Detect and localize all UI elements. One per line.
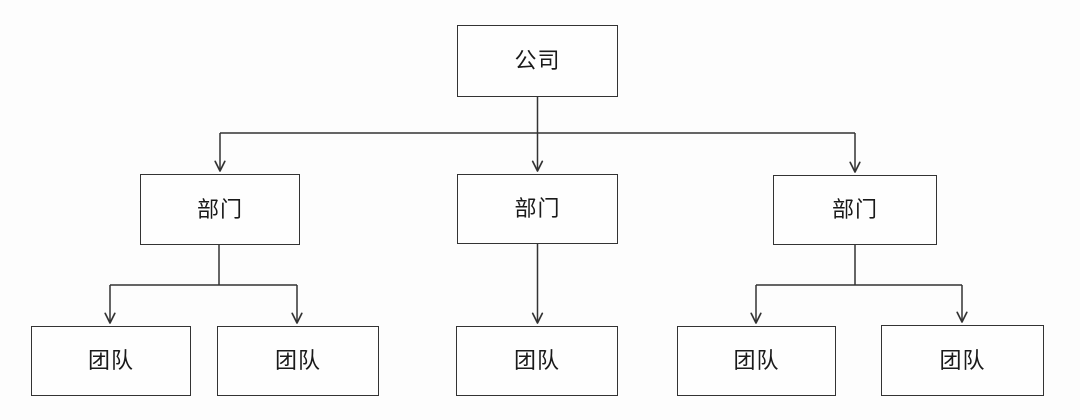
node-team-3: 团队 bbox=[456, 326, 618, 396]
node-dept-3: 部门 bbox=[773, 175, 937, 245]
node-team-4-label: 团队 bbox=[733, 348, 780, 373]
node-team-5-label: 团队 bbox=[939, 347, 986, 373]
node-dept-3-label: 部门 bbox=[831, 197, 878, 222]
node-team-3-label: 团队 bbox=[513, 348, 560, 373]
node-company-label: 公司 bbox=[514, 48, 561, 73]
node-team-4: 团队 bbox=[677, 326, 836, 396]
node-team-2: 团队 bbox=[217, 326, 379, 396]
node-team-5: 团队 bbox=[881, 325, 1044, 396]
node-company: 公司 bbox=[457, 25, 618, 97]
node-dept-1: 部门 bbox=[140, 174, 300, 245]
node-dept-2: 部门 bbox=[457, 174, 618, 244]
node-team-1-label: 团队 bbox=[87, 348, 134, 373]
node-dept-1-label: 部门 bbox=[196, 196, 243, 222]
node-team-1: 团队 bbox=[31, 326, 191, 396]
node-team-2-label: 团队 bbox=[274, 348, 321, 373]
node-dept-2-label: 部门 bbox=[514, 196, 561, 221]
